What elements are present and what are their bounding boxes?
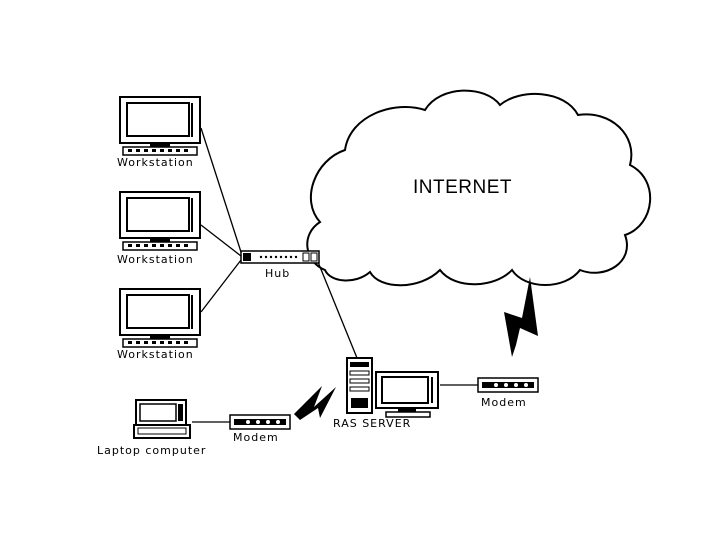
modem-left-icon: [229, 414, 291, 430]
link-hub-server: [317, 261, 358, 359]
link-ws1-hub: [200, 127, 242, 253]
laptop-icon: [133, 399, 191, 439]
link-ws2-hub: [200, 224, 242, 257]
workstation-1-label: Workstation: [117, 156, 194, 169]
workstation-3: [119, 288, 201, 348]
hub-icon: [240, 250, 320, 264]
workstation-2: [119, 191, 201, 251]
link-ws3-hub: [200, 259, 242, 313]
connection-lines: [192, 127, 478, 423]
modem-right-label: Modem: [481, 396, 527, 409]
server-tower-icon: [346, 357, 373, 414]
workstation-3-label: Workstation: [117, 348, 194, 361]
internet-label: INTERNET: [413, 177, 512, 198]
server-monitor-icon: [375, 371, 439, 418]
hub-label: Hub: [265, 267, 290, 280]
workstation-2-label: Workstation: [117, 253, 194, 266]
workstation-1: [119, 96, 201, 156]
wireless-link-right-icon: [504, 277, 538, 357]
modem-right-icon: [477, 377, 539, 393]
laptop-label: Laptop computer: [97, 444, 206, 457]
internet-cloud: INTERNET: [306, 89, 652, 287]
wireless-link-left-icon: [294, 386, 336, 420]
modem-left-label: Modem: [233, 431, 279, 444]
server-label: RAS SERVER: [333, 417, 411, 430]
